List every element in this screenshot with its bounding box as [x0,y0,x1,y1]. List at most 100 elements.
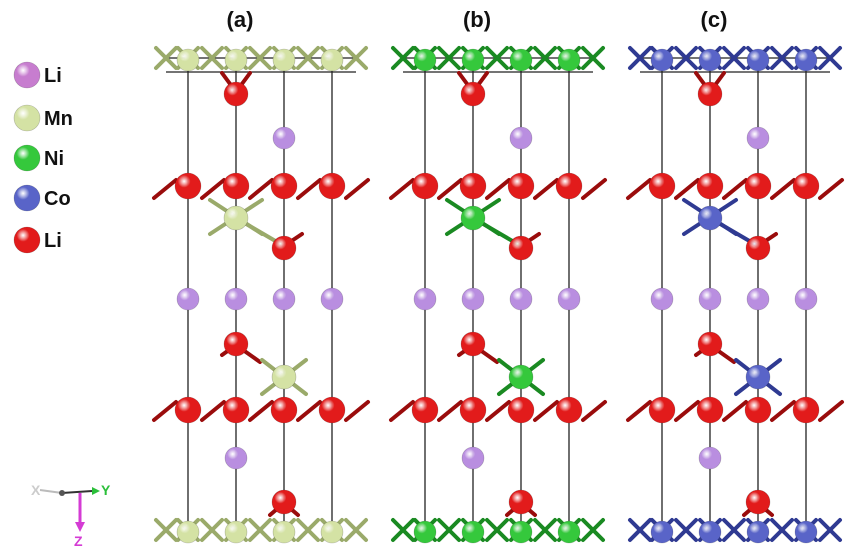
li-atom [176,287,200,311]
bond [296,178,322,200]
bond [581,400,607,422]
tm-atom [794,48,818,72]
bond [770,178,796,200]
legend-label: Ni [44,148,64,170]
bond [391,46,415,70]
bond [770,400,796,422]
bond [722,178,748,200]
o-atom [744,172,772,200]
tm-atom [224,48,248,72]
bond [485,46,509,70]
tm-atom [698,520,722,544]
li-atom [272,126,296,150]
tm-atom [557,520,581,544]
o-atom [460,81,486,107]
legend-item: Ni [13,144,64,172]
oxygen-layer [626,396,844,424]
bond [818,400,844,422]
o-atom [223,331,249,357]
bond [437,518,461,542]
o-atom [697,81,723,107]
o-atom [459,172,487,200]
legend-swatch [13,226,41,254]
o-atom [223,81,249,107]
o-atom [459,396,487,424]
tm-atom [794,520,818,544]
bond [248,518,272,542]
o-atom [792,172,820,200]
bond [296,518,320,542]
tm-atom [272,520,296,544]
bond [200,518,224,542]
li-atom [650,287,674,311]
axis-triad: X Y Z [31,482,111,546]
bond [152,400,178,422]
bond [344,518,368,542]
bond [674,400,700,422]
o-atom [648,396,676,424]
li-layer [176,287,344,311]
axis-y-label: Y [101,482,111,498]
bond [674,178,700,200]
tm-atom [320,520,344,544]
bond [628,46,652,70]
bottom-tm-layer [628,518,842,544]
li-atom [461,287,485,311]
top-tm-layer [154,46,368,72]
tm-atom [697,205,723,231]
o-atom [222,172,250,200]
bottom-tm-layer [391,518,605,544]
legend-label: Mn [44,108,73,130]
tm-atom [650,48,674,72]
tm-atom [746,48,770,72]
bond [626,400,652,422]
li-layer [413,287,581,311]
legend-item: Mn [13,104,73,132]
tm-atom [320,48,344,72]
li-atom [224,287,248,311]
bond [722,46,746,70]
bond [154,518,178,542]
o-atom [648,172,676,200]
legend-label: Li [44,65,62,87]
structure-panel: (c) [626,7,844,544]
li-atom [413,287,437,311]
o-atom [508,489,534,515]
tm-atom [461,520,485,544]
structure-panels: (a)(b)(c) [152,7,844,544]
li-layer [650,287,818,311]
o-atom [174,172,202,200]
bond [674,518,698,542]
bond [581,518,605,542]
tm-atom [413,48,437,72]
panel-label: (c) [701,7,728,32]
o-atom [270,172,298,200]
o-atom [411,396,439,424]
o-atom [697,331,723,357]
bond [437,178,463,200]
legend-label: Co [44,188,71,210]
tm-atom [461,48,485,72]
bond [154,46,178,70]
bond [628,518,652,542]
bond [437,46,461,70]
legend-swatch [13,104,41,132]
legend-swatch [13,184,41,212]
bond [296,46,320,70]
axis-x-label: X [31,482,41,498]
bond [391,518,415,542]
tm-atom [413,520,437,544]
tm-atom [460,205,486,231]
bond [152,178,178,200]
tm-atom [509,48,533,72]
li-atom [320,287,344,311]
bond [248,178,274,200]
bond [581,178,607,200]
o-atom [745,489,771,515]
li-atom [698,446,722,470]
li-atom [746,126,770,150]
bottom-tm-layer [154,518,368,544]
li-atom [557,287,581,311]
o-atom [696,396,724,424]
